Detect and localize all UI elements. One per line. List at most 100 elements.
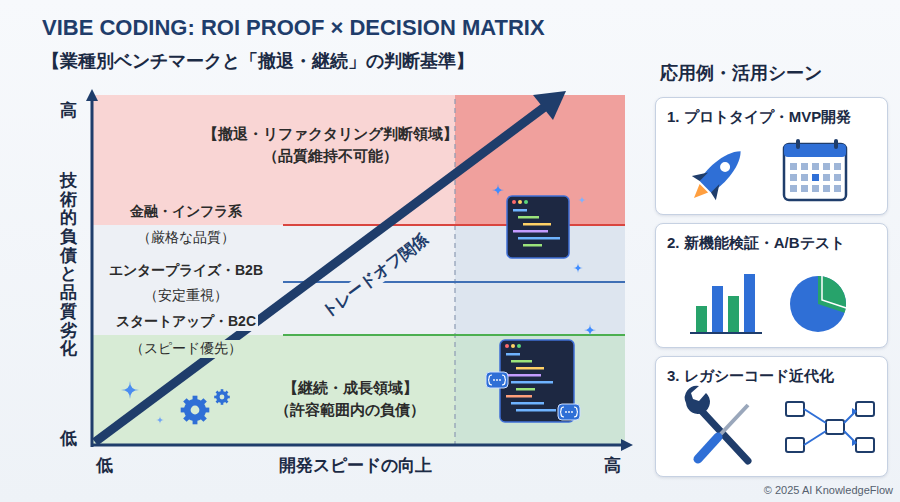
code-line [518,237,560,240]
code-badge [558,404,580,420]
divider-line [454,99,455,445]
sparkle [121,381,139,399]
industry-label: スタートアップ・B2C [114,313,258,331]
flow-link [844,431,856,443]
x-axis [91,444,627,447]
code-line [511,360,532,363]
rocket-icon [682,139,753,210]
gear-hole [220,395,225,400]
screwdriver-shaft [718,405,748,437]
use-case-card: 1. プロトタイプ・MVP開発 [655,97,888,215]
calendar-day [823,185,830,192]
calendar-day [834,185,841,192]
code-window [507,196,569,258]
copyright: © 2025 AI KnowledgeFlow [764,484,893,498]
flow-box [826,420,844,434]
calendar-icon [784,139,846,200]
code-line [523,223,551,226]
code-line [506,395,532,398]
calendar-day [790,174,797,181]
tradeoff-arrow [95,107,544,442]
window-dot [524,200,528,204]
code-line [506,353,520,356]
calendar-day [812,163,819,170]
pie-icon [790,272,850,332]
axis-tick: 高 [60,100,77,121]
gear-hole [191,406,200,415]
window-dot [517,344,521,348]
screwdriver-handle [698,437,718,459]
panel-heading: 応用例・活用シーン [660,62,822,85]
card-heading: 3. レガシーコード近代化 [667,367,834,386]
code-line [511,381,553,384]
flow-link [844,411,856,423]
use-case-card: 3. レガシーコード近代化 [655,356,888,477]
calendar-day [834,174,841,181]
flow-link [804,431,826,445]
calendar-day [801,185,808,192]
use-case-card: 2. 新機能検証・A/Bテスト [655,223,888,348]
flow-head [852,408,857,446]
region-fill [92,95,625,445]
calendar-day [790,185,797,192]
calendar-ring [796,139,800,149]
code-line [511,402,544,405]
code-dot [571,411,573,413]
code-line [518,216,539,219]
industry-label: エンタープライズ・B2B [107,262,265,280]
threshold-line [283,281,625,283]
flow-link [804,409,826,423]
flow-icon [786,402,874,452]
sparkle [584,324,596,336]
bar [744,274,755,332]
gear-icon [181,396,210,425]
industry-note: （厳格な品質） [135,229,237,247]
code-dot [499,379,501,381]
page-title: VIBE CODING: ROI PROOF × DECISION MATRIX [42,14,545,42]
code-dot [565,411,567,413]
flow-box [856,438,874,452]
region-label: 【撤退・リファクタリング判断領域】 [203,125,458,144]
bar-baseline [690,332,762,334]
code-line [506,374,541,377]
flow-box [786,402,804,416]
calendar-day [834,163,841,170]
sparkle [578,196,586,204]
gear-body [216,391,228,403]
flow-box [786,438,804,452]
tradeoff-arrow-head [533,91,566,120]
tools-icon [685,386,748,461]
axis-tick: 低 [60,428,77,449]
flow-box [856,402,874,416]
code-line [516,409,556,412]
rocket-flame [690,184,708,202]
code-brace [488,375,506,385]
calendar-day [801,163,808,170]
calendar-day [790,163,797,170]
bar [712,286,723,332]
illustration [121,184,596,424]
code-line [523,244,542,247]
gear-body [184,399,206,421]
bar [696,306,707,332]
sparkle [156,416,164,424]
industry-note: （安定重視） [142,287,230,305]
calendar-frame [784,144,846,200]
y-axis [91,93,94,447]
calendar-day [812,174,819,181]
region-label: （品質維持不可能） [263,147,398,166]
rocket-window [718,160,732,174]
calendar-day [801,174,808,181]
subtitle: 【業種別ベンチマークと「撤退・継続」の判断基準】 [42,50,474,73]
axis-tick: 低 [96,455,113,476]
calendar-ring [834,139,838,149]
code-badge [486,372,508,388]
code-brace [560,407,578,417]
calendar-day [812,185,819,192]
bar-chart-icon [696,274,755,332]
region-fill [92,95,455,225]
region-fill [455,335,625,445]
code-line [516,388,535,391]
window-dot [511,344,515,348]
